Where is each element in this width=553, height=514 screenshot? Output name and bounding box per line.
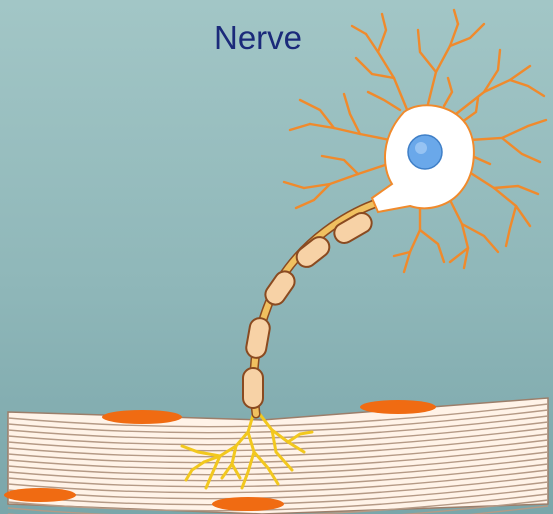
cell-body <box>372 105 474 212</box>
muscle-fiber <box>4 398 548 514</box>
